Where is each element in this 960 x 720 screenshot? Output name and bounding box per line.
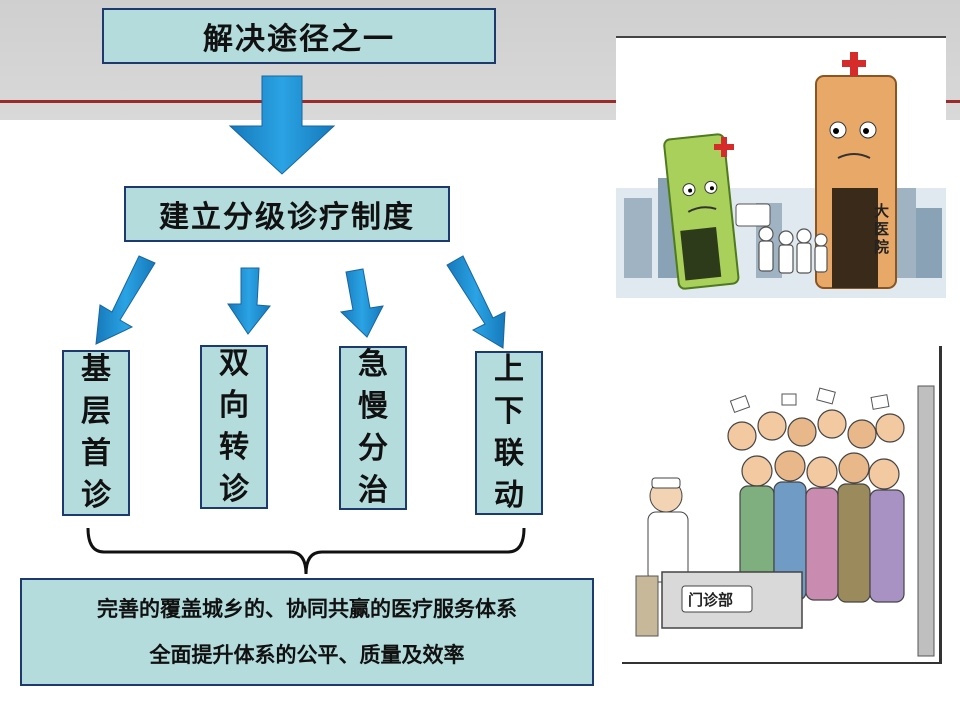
outpatient-crowd-cartoon: 门诊部 [622, 346, 942, 664]
outpatient-crowd-art: 门诊部 [635, 385, 935, 657]
pillar-char: 动 [494, 478, 524, 513]
hospital-cartoon: 大 医 院 [616, 36, 946, 298]
outpatient-desk-label: 门诊部 [688, 591, 733, 609]
pillar-char: 联 [494, 436, 524, 471]
outcome-box: 完善的覆盖城乡的、协同共赢的医疗服务体系 全面提升体系的公平、质量及效率 [20, 578, 594, 686]
pillar-char: 层 [81, 394, 111, 429]
pillar-char: 双 [219, 346, 249, 381]
pillar-char: 急 [358, 347, 388, 382]
pillar-char: 基 [81, 352, 111, 387]
pillar-acute-chronic-separation: 急 慢 分 治 [339, 346, 407, 510]
branch-arrow-1 [95, 255, 156, 345]
pillar-char: 治 [358, 473, 388, 508]
pillar-char: 首 [81, 436, 111, 471]
branch-arrow-4 [446, 255, 506, 349]
branch-arrow-2 [227, 267, 271, 335]
pillar-char: 转 [219, 430, 249, 465]
hospital-cartoon-art: 大 医 院 [616, 52, 946, 298]
pillar-char: 分 [358, 431, 388, 466]
pillar-primary-first-visit: 基 层 首 诊 [62, 350, 130, 516]
pillar-char: 慢 [358, 389, 388, 424]
grouping-brace [86, 527, 526, 575]
svg-text:院: 院 [874, 238, 889, 256]
big-hospital-label: 大 [874, 202, 889, 220]
header-divider [0, 100, 960, 103]
pillar-char: 下 [494, 394, 524, 429]
pillar-char: 上 [494, 352, 524, 387]
outcome-line-1: 完善的覆盖城乡的、协同共赢的医疗服务体系 [97, 597, 517, 621]
tiered-care-system-box: 建立分级诊疗制度 [124, 186, 450, 242]
branch-arrow-3 [339, 268, 384, 338]
pillar-two-way-referral: 双 向 转 诊 [200, 345, 268, 509]
outcome-line-2: 全面提升体系的公平、质量及效率 [149, 643, 465, 667]
slide-title: 解决途径之一 [102, 8, 496, 64]
pillar-char: 诊 [219, 472, 249, 507]
main-down-arrow [228, 75, 336, 175]
pillar-char: 向 [219, 388, 249, 423]
svg-text:医: 医 [874, 220, 889, 238]
pillar-char: 诊 [81, 478, 111, 513]
pillar-vertical-linkage: 上 下 联 动 [475, 351, 543, 515]
